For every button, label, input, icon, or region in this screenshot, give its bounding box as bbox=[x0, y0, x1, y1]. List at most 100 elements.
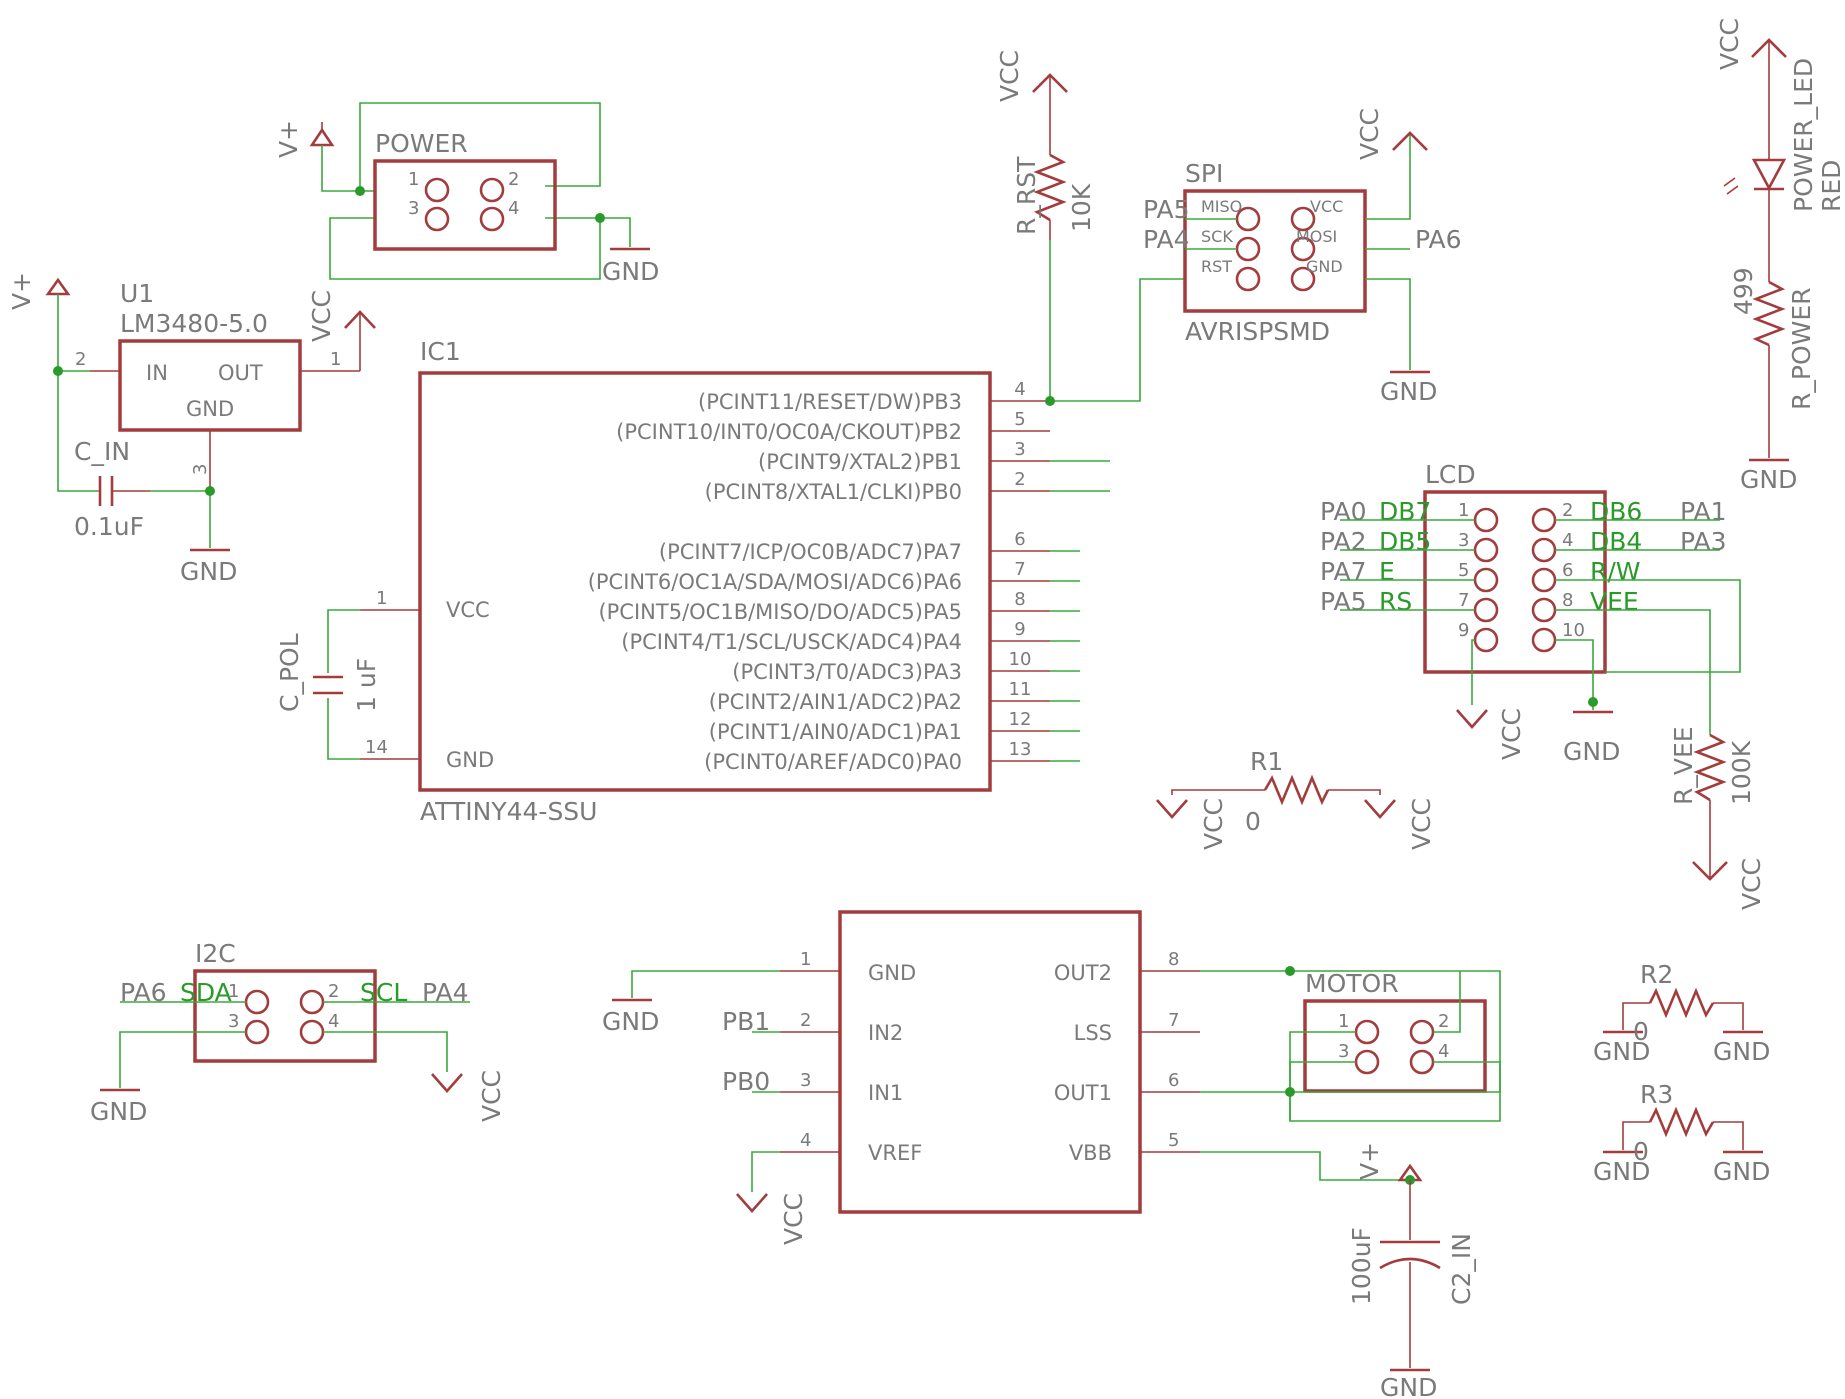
mcu-pin-label: (PCINT6/OC1A/SDA/MOSI/ADC6)PA6 bbox=[588, 570, 962, 594]
power-led: VCC POWER_LED RED 499 R_POWER GND bbox=[1715, 18, 1845, 494]
pin-label: GND bbox=[446, 748, 494, 772]
pin-label: IN1 bbox=[868, 1081, 903, 1105]
power-header-body bbox=[373, 159, 557, 251]
motor-header: MOTOR 1 2 3 4 bbox=[1285, 966, 1501, 1122]
net-label: PA3 bbox=[1680, 527, 1726, 556]
pin-number: 2 bbox=[75, 349, 86, 370]
pad bbox=[1473, 567, 1499, 593]
gnd-label: GND bbox=[602, 1007, 659, 1036]
resistor-symbol bbox=[1648, 987, 1715, 1019]
net-label: PA2 bbox=[1320, 527, 1366, 556]
vplus-power-symbol bbox=[45, 277, 71, 296]
pin-number: 1 bbox=[800, 949, 811, 970]
r-power-name: R_POWER bbox=[1787, 287, 1816, 410]
pin-number: 9 bbox=[1458, 620, 1469, 641]
gnd-label: GND bbox=[1563, 737, 1620, 766]
pin-number: 3 bbox=[408, 198, 419, 219]
pin-number: 6 bbox=[1562, 560, 1573, 581]
pad bbox=[479, 177, 505, 203]
pin-label: VREF bbox=[868, 1141, 922, 1165]
signal-label: E bbox=[1379, 557, 1395, 586]
net-label: PA0 bbox=[1320, 497, 1366, 526]
mcu-pin-list: (PCINT11/RESET/DW)PB34(PCINT10/INT0/OC0A… bbox=[588, 379, 1110, 774]
pad bbox=[299, 1019, 325, 1045]
pin-number: 3 bbox=[800, 1070, 811, 1091]
led-value: RED bbox=[1817, 160, 1845, 212]
mcu-pin-label: (PCINT8/XTAL1/CLKI)PB0 bbox=[705, 480, 962, 504]
signal-label: DB7 bbox=[1379, 497, 1431, 526]
vcc-label: VCC bbox=[1199, 798, 1228, 850]
mcu-pin-label: (PCINT5/OC1B/MISO/DO/ADC5)PA5 bbox=[598, 600, 962, 624]
pin-number: 1 bbox=[228, 981, 239, 1002]
vcc-label: VCC bbox=[1355, 108, 1384, 160]
r2-name: R2 bbox=[1640, 960, 1673, 989]
pin-number: 2 bbox=[1562, 500, 1573, 521]
gnd-label: GND bbox=[1380, 1373, 1437, 1399]
pin-label: MOSI bbox=[1296, 227, 1337, 246]
pad bbox=[299, 989, 325, 1015]
pin-number: 2 bbox=[800, 1010, 811, 1031]
motor-body bbox=[1303, 999, 1487, 1093]
vplus-label: V+ bbox=[7, 272, 36, 310]
pin-number: 8 bbox=[1562, 590, 1573, 611]
pad bbox=[1409, 1049, 1435, 1075]
mcu-pin-number: 3 bbox=[1014, 439, 1025, 460]
mcu-pin-number: 4 bbox=[1014, 379, 1025, 400]
i2c-name: I2C bbox=[195, 939, 236, 968]
signal-label: R/W bbox=[1590, 557, 1641, 586]
vcc-label: VCC bbox=[779, 1193, 808, 1245]
resistor-r2: GND GND R2 0 bbox=[1593, 960, 1770, 1066]
pin-number: 1 bbox=[376, 588, 387, 609]
capacitor-plate bbox=[1379, 1257, 1441, 1270]
pin-label: IN bbox=[146, 361, 168, 385]
pin-label: VCC bbox=[446, 598, 490, 622]
pin-label: GND bbox=[186, 397, 234, 421]
pin-number: 1 bbox=[1338, 1011, 1349, 1032]
pin-number: 2 bbox=[328, 981, 339, 1002]
pad bbox=[1473, 597, 1499, 623]
regulator-u1: V+ 2 C_IN 0.1uF 3 GND U1 LM3480-5.0 IN O… bbox=[7, 272, 376, 586]
pin-number: 4 bbox=[1438, 1041, 1449, 1062]
r-vee-value: 100K bbox=[1727, 740, 1756, 805]
pin-number: 4 bbox=[800, 1130, 811, 1151]
pad bbox=[1235, 266, 1261, 292]
pin-number: 4 bbox=[508, 198, 519, 219]
vcc-power-symbol bbox=[1692, 861, 1728, 881]
r-rst-name: R_RST bbox=[1012, 156, 1041, 235]
junction bbox=[205, 486, 215, 496]
pin-number: 3 bbox=[228, 1011, 239, 1032]
r-rst-value: 10K bbox=[1067, 183, 1096, 232]
pin-label: OUT bbox=[218, 361, 263, 385]
regulator-body bbox=[118, 339, 302, 432]
mcu-pin-label: (PCINT1/AIN0/ADC1)PA1 bbox=[709, 720, 962, 744]
pad bbox=[1531, 597, 1557, 623]
pin-number: 3 bbox=[1458, 530, 1469, 551]
mcu-pin-number: 5 bbox=[1014, 409, 1025, 430]
led-icon bbox=[1751, 158, 1787, 191]
r2-value: 0 bbox=[1633, 1017, 1649, 1046]
pad bbox=[1235, 236, 1261, 262]
r3-name: R3 bbox=[1640, 1080, 1673, 1109]
c-pol-name: C_POL bbox=[275, 633, 304, 712]
net-label: PB1 bbox=[722, 1007, 770, 1036]
resistor-symbol bbox=[1263, 774, 1330, 806]
lcd-body bbox=[1423, 490, 1607, 674]
r3-value: 0 bbox=[1633, 1137, 1649, 1166]
vplus-power-symbol bbox=[309, 127, 335, 147]
gnd-label: GND bbox=[90, 1097, 147, 1126]
pin-number: 6 bbox=[1168, 1070, 1179, 1091]
resistor-symbol bbox=[1693, 733, 1727, 802]
junction bbox=[1045, 396, 1055, 406]
signal-label: RS bbox=[1379, 587, 1412, 616]
mcu-pin-label: (PCINT9/XTAL2)PB1 bbox=[758, 450, 962, 474]
vcc-label: VCC bbox=[1715, 18, 1744, 70]
resistor-symbol bbox=[1752, 280, 1786, 347]
gnd-label: GND bbox=[1380, 377, 1437, 406]
r1-name: R1 bbox=[1250, 747, 1283, 776]
pin-number: 4 bbox=[328, 1011, 339, 1032]
pin-number: 1 bbox=[330, 349, 341, 370]
gnd-label: GND bbox=[1740, 465, 1797, 494]
mcu-pin-number: 11 bbox=[1009, 679, 1032, 700]
pin-label: OUT1 bbox=[1054, 1081, 1112, 1105]
